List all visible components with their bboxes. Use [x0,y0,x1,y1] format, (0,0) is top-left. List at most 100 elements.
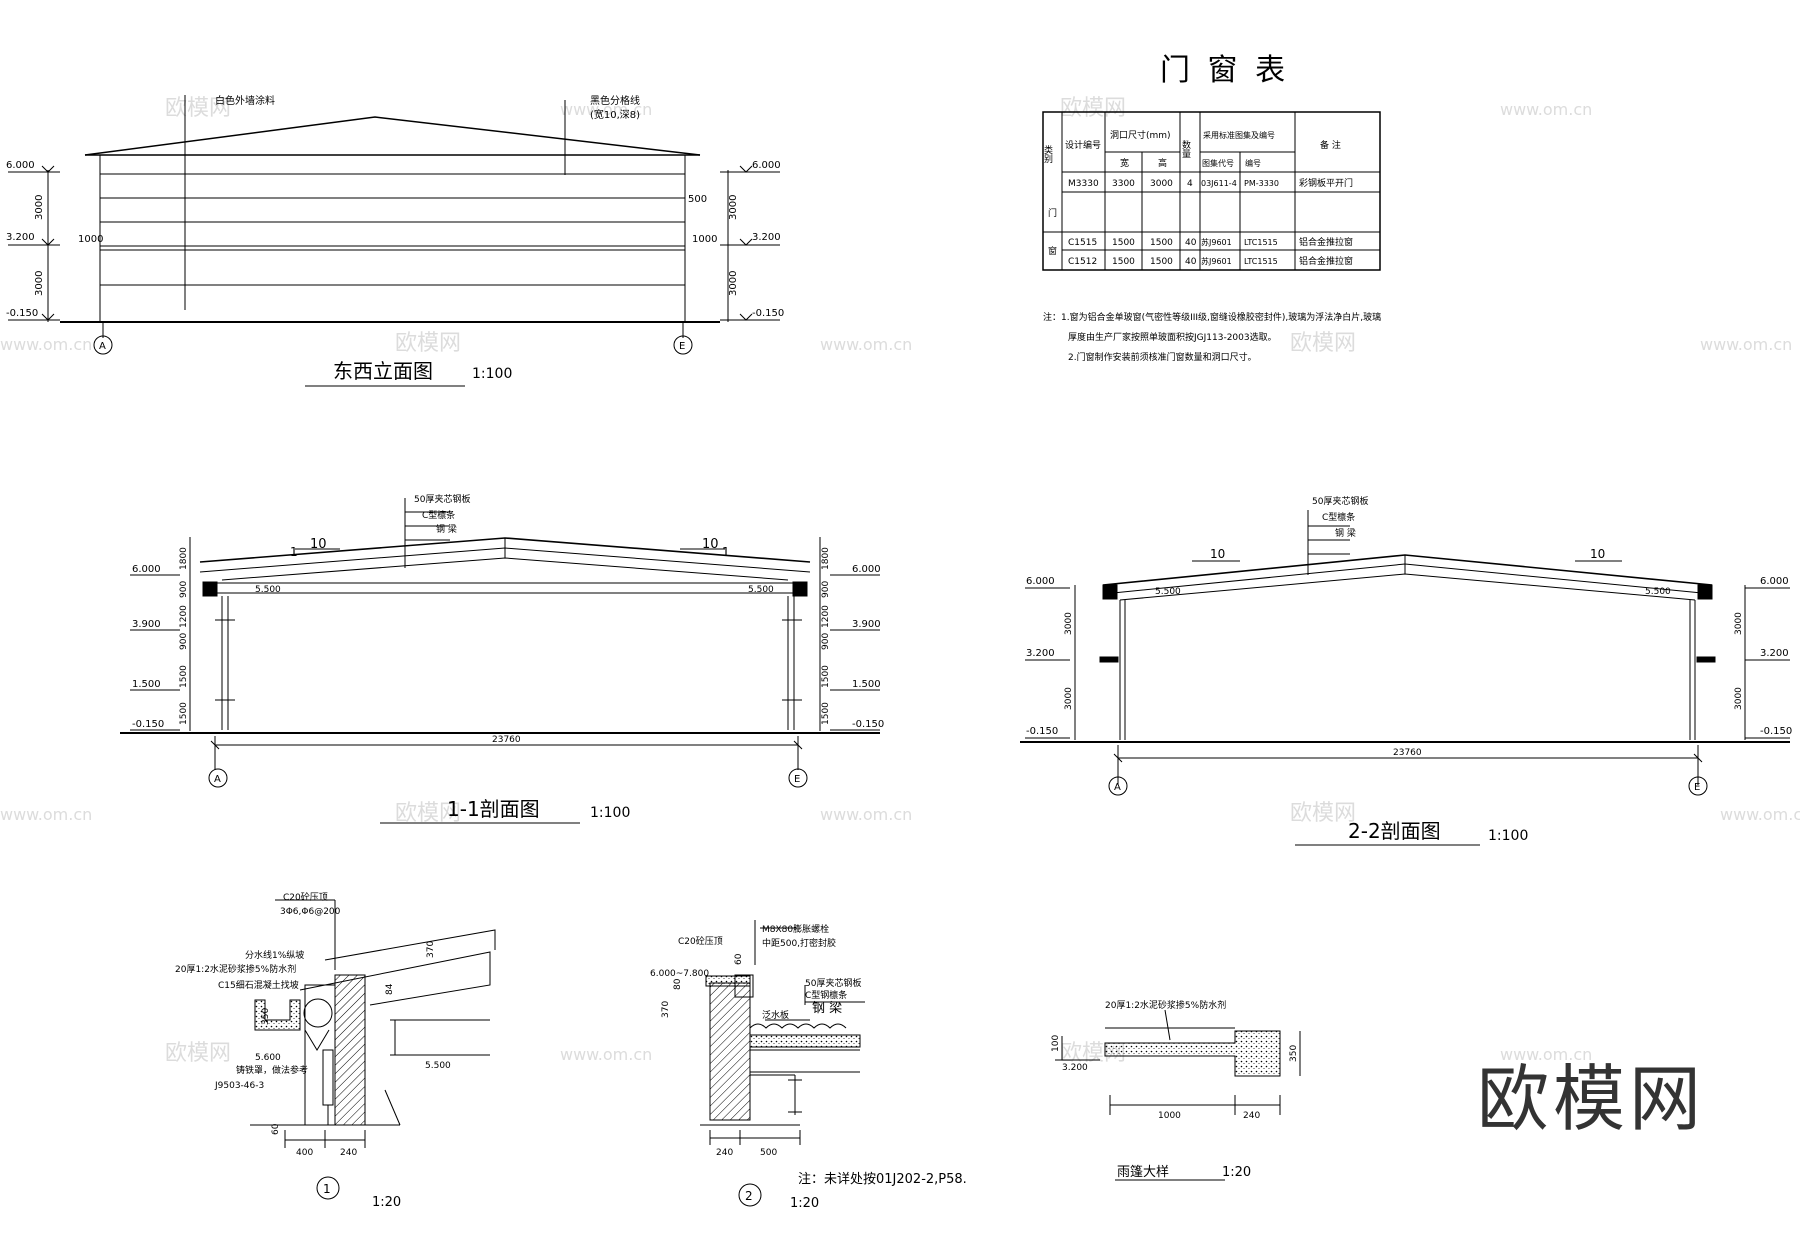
watermark-site: www.om.cn [560,100,652,119]
detail2-label: M8X80膨胀螺栓 [762,923,829,935]
s22-level: 3.200 [1026,648,1055,659]
s11-level: -0.150 [852,719,884,730]
axis-bubble-e: E [794,774,800,785]
canopy-dim: 100 [1051,1035,1061,1052]
s11-level: 6.000 [132,564,161,575]
watermark-site: www.om.cn [1700,335,1792,354]
elevation-dim: 1000 [692,234,717,245]
s22-span: 23760 [1393,748,1422,758]
elevation-note-right-2: (宽10,深8) [590,108,640,121]
detail1-label: J9503-46-3 [214,1081,264,1091]
canopy-labels: 20厚1:2水泥砂浆掺5%防水剂 1000 240 350 100 3.200 … [1051,999,1299,1180]
s11-dim: 1500 [821,665,831,688]
s22-slope: 10 [1210,547,1225,561]
schedule-cell: C1512 [1068,257,1097,267]
schedule-header-category: 类别 [1042,144,1053,164]
schedule-header-opening: 洞口尺寸(mm) [1110,129,1171,141]
s11-roof-label: 钢 梁 [436,523,457,535]
detail2-label: C20砼压顶 [678,935,723,947]
elevation-title: 东西立面图 [333,359,433,383]
watermark-brand: 欧模网 [1290,331,1356,356]
detail1-dim: 400 [296,1148,313,1158]
detail-1-drawing: 1 [250,899,496,1200]
watermark-site: www.om.cn [0,335,92,354]
detail2-label: 泛水板 [762,1009,789,1021]
schedule-header-std-atlas: 采用标准图集及编号 [1203,130,1275,140]
schedule-cell: 40 [1185,257,1197,267]
schedule-header-height: 高 [1158,157,1167,169]
s11-span: 23760 [492,735,521,745]
elevation-level: 3.200 [752,232,781,243]
s22-dim: 3000 [1064,687,1074,710]
schedule-cell: 3300 [1112,179,1135,189]
axis-bubble-e: E [1694,782,1700,793]
schedule-note: 厚度由生产厂家按照单玻面积按JGJ113-2003选取。 [1068,331,1277,343]
axis-bubble-a: A [1114,782,1121,793]
s11-dim: 1200 [179,605,189,628]
s11-level: 1.500 [852,679,881,690]
s11-dim: 900 [179,633,189,650]
detail1-scale: 1:20 [372,1195,401,1210]
detail1-dim: 350 [261,1008,271,1025]
watermark-site: www.om.cn [1500,1045,1592,1064]
elevation-level: 6.000 [6,160,35,171]
schedule-header-atlas-code: 图集代号 [1202,158,1234,168]
schedule-cat: 窗 [1048,245,1057,257]
section-2-2-labels: 50厚夹芯钢板 C型檩条 钢 梁 10 10 5.500 5.500 6.000… [1026,495,1792,844]
s11-scale: 1:100 [590,805,630,821]
schedule-cell: 1500 [1150,238,1173,248]
s22-level: -0.150 [1026,726,1058,737]
watermark-site: www.om.cn [820,805,912,824]
s11-roof-label: C型檩条 [422,509,455,521]
elevation-level: 3.200 [6,232,35,243]
watermark-site: www.om.cn [820,335,912,354]
s11-dim: 900 [821,633,831,650]
s22-roof-label: 钢 梁 [1335,527,1356,539]
canopy-level: 3.200 [1062,1063,1088,1073]
canopy-title: 雨篷大样 [1117,1165,1169,1180]
elevation-note-right-1: 黑色分格线 [590,94,640,107]
elevation-level: 6.000 [752,160,781,171]
s22-eave-level: 5.500 [1155,587,1181,597]
schedule-title: 门 窗 表 [1160,53,1289,88]
s11-dim: 1800 [821,547,831,570]
s22-level: 6.000 [1026,576,1055,587]
elevation-note-left: 白色外墙涂料 [215,94,275,107]
s11-dim: 900 [179,581,189,598]
canopy-dim: 240 [1243,1111,1260,1121]
detail1-dim: 240 [340,1148,357,1158]
watermark-brand: 欧模网 [395,331,461,356]
watermark-layer: 欧模网 www.om.cn 欧模网 www.om.cn www.om.cn 欧模… [0,96,1800,1066]
s11-slope-unit: 1 [290,545,298,559]
schedule-header-code-no: 编号 [1245,158,1261,168]
detail1-label: 20厚1:2水泥砂浆掺5%防水剂 [175,963,296,975]
detail2-dim: 80 [673,978,683,990]
elevation-drawing [8,95,780,387]
s11-dim: 1500 [821,702,831,725]
detail1-label: 3Φ6,Φ6@200 [280,907,341,917]
watermark-brand: 欧模网 [165,1041,231,1066]
s22-dim: 3000 [1734,612,1744,635]
s11-level: 1.500 [132,679,161,690]
canopy-scale: 1:20 [1222,1165,1251,1180]
watermark-site: www.om.cn [1720,805,1800,824]
s22-roof-label: 50厚夹芯钢板 [1312,495,1368,507]
watermark-site: www.om.cn [560,1045,652,1064]
s11-slope-unit: 1 [722,545,730,559]
axis-bubble-e: E [679,341,685,352]
axis-bubble-a: A [99,341,106,352]
canopy-label: 20厚1:2水泥砂浆掺5%防水剂 [1105,999,1226,1011]
elevation-dim: 1000 [78,234,103,245]
detail-2-labels: C20砼压顶 M8X80膨胀螺栓 中距500,打密封胶 6.000~7.800 … [650,923,967,1211]
s11-dim: 1800 [179,547,189,570]
s11-dim: 1200 [821,605,831,628]
schedule-header-design-no: 设计编号 [1065,139,1101,151]
schedule-cell: 4 [1187,179,1193,189]
s11-slope: 10 [702,537,719,552]
detail1-level: 5.500 [425,1061,451,1071]
elevation-dim: 3000 [34,271,45,296]
elevation-dim: 3000 [34,195,45,220]
schedule-cell: 彩钢板平开门 [1299,177,1353,189]
watermark-site: www.om.cn [1500,100,1592,119]
